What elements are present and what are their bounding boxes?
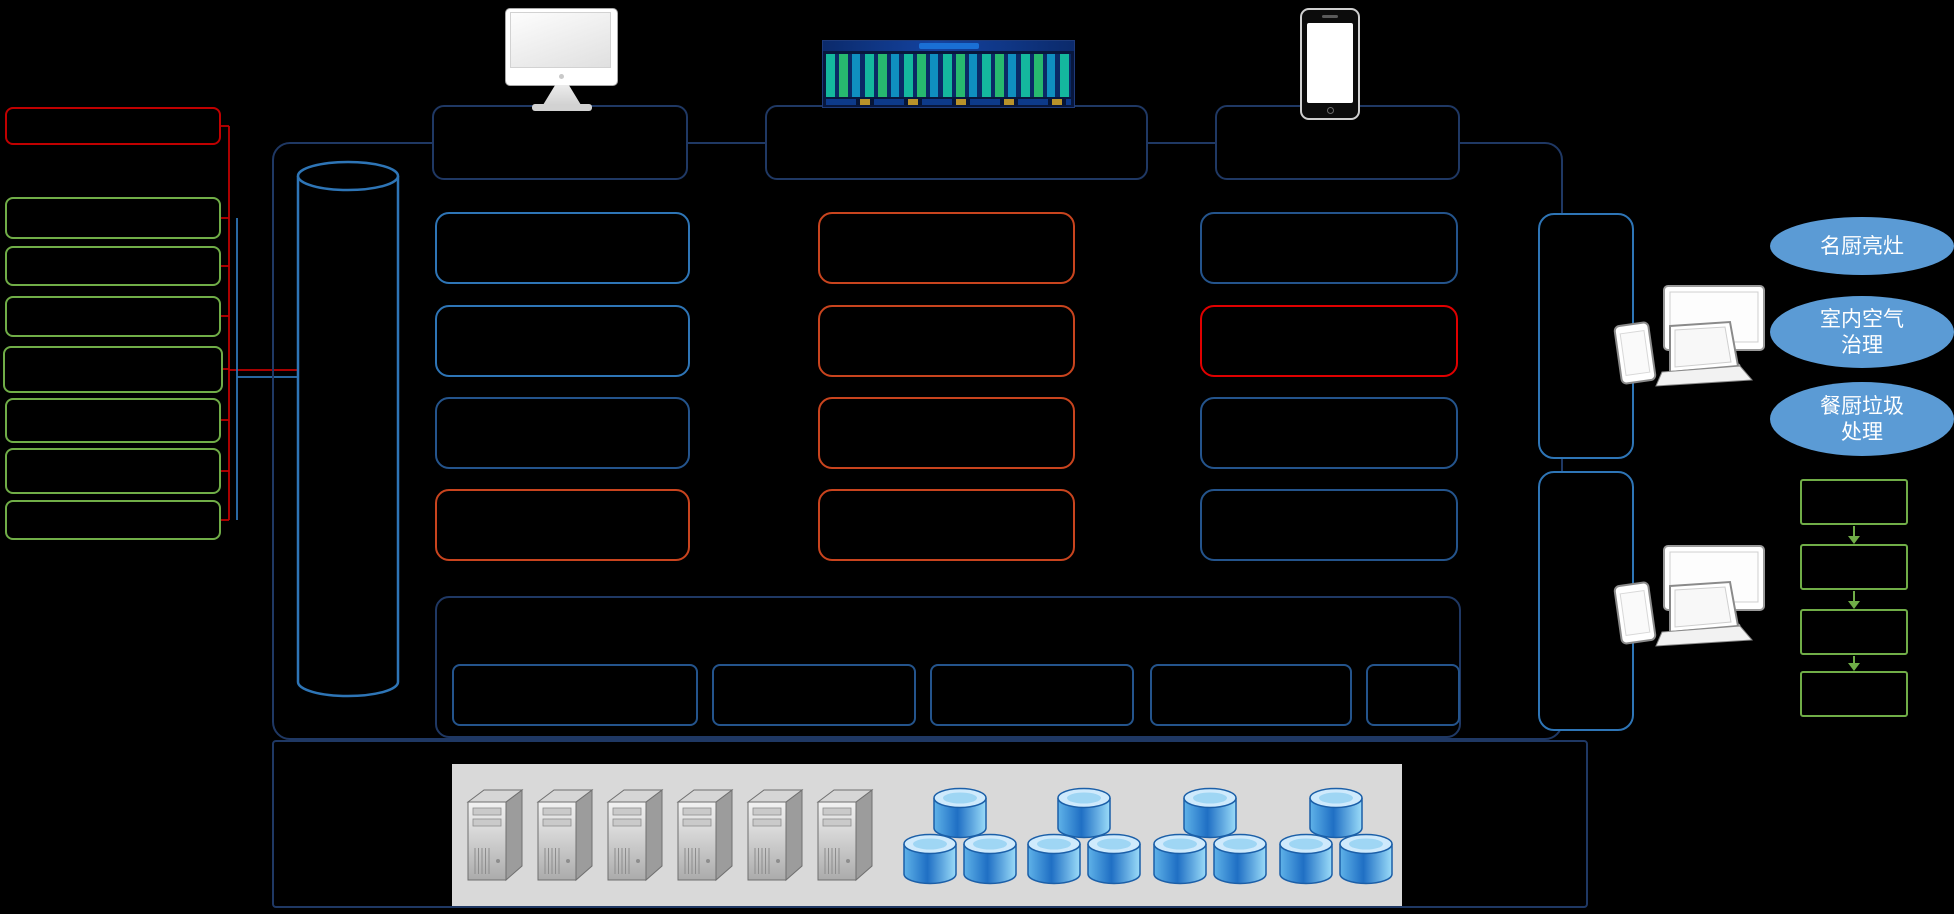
- access-ellipse-3: 餐厨垃圾处理: [1770, 382, 1954, 456]
- module-box-r1c1: [435, 212, 690, 284]
- module-box-r4c3: [1200, 489, 1458, 561]
- top-access-box-1: [432, 105, 688, 180]
- base-sub-box-4: [1150, 664, 1352, 726]
- base-sub-box-3: [930, 664, 1134, 726]
- flow-step-box-2: [1800, 544, 1908, 590]
- flow-step-box-4: [1800, 671, 1908, 717]
- flow-step-box-3: [1800, 609, 1908, 655]
- multi-device-icon: [1613, 545, 1765, 647]
- desktop-monitor-icon: [505, 8, 620, 118]
- left-panel-item-1: [5, 197, 221, 239]
- base-sub-box-2: [712, 664, 916, 726]
- module-box-r3c1: [435, 397, 690, 469]
- database-cluster-icon: [1279, 787, 1393, 885]
- database-cluster-icon: [1027, 787, 1141, 885]
- smartphone-icon: [1300, 8, 1360, 120]
- left-panel-item-3: [5, 296, 221, 337]
- access-ellipse-2-label: 室内空气治理: [1820, 306, 1904, 357]
- database-cluster-icon: [903, 787, 1017, 885]
- server-icon: [467, 789, 523, 881]
- database-cylinder-shape: [296, 160, 400, 698]
- module-box-r2c3: [1200, 305, 1458, 377]
- flow-step-box-1: [1800, 479, 1908, 525]
- access-ellipse-3-label: 餐厨垃圾处理: [1820, 393, 1904, 444]
- access-ellipse-2: 室内空气治理: [1770, 296, 1954, 368]
- module-box-r2c2: [818, 305, 1075, 377]
- server-icon: [817, 789, 873, 881]
- module-box-r1c2: [818, 212, 1075, 284]
- module-box-r3c3: [1200, 397, 1458, 469]
- left-panel-item-2: [5, 246, 221, 286]
- module-box-r1c3: [1200, 212, 1458, 284]
- left-panel-item-6: [5, 448, 221, 494]
- left-panel-item-5: [5, 398, 221, 443]
- multi-device-icon: [1613, 285, 1765, 387]
- module-box-r4c1: [435, 489, 690, 561]
- left-panel-item-4: [3, 346, 223, 393]
- top-access-box-2: [765, 105, 1148, 180]
- module-box-r3c2: [818, 397, 1075, 469]
- database-cluster-icon: [1153, 787, 1267, 885]
- left-panel-item-7: [5, 500, 221, 540]
- server-icon: [537, 789, 593, 881]
- base-sub-box-1: [452, 664, 698, 726]
- server-icon: [677, 789, 733, 881]
- base-sub-box-5: [1366, 664, 1460, 726]
- infrastructure-container: [272, 740, 1588, 908]
- access-ellipse-1-label: 名厨亮灶: [1820, 233, 1904, 258]
- left-panel-header-box: [5, 107, 221, 145]
- server-icon: [747, 789, 803, 881]
- flow-arrow-icons: [1848, 526, 1860, 671]
- dashboard-screenshot-icon: [822, 40, 1075, 108]
- access-ellipse-1: 名厨亮灶: [1770, 217, 1954, 275]
- module-box-r4c2: [818, 489, 1075, 561]
- server-icon: [607, 789, 663, 881]
- module-box-r2c1: [435, 305, 690, 377]
